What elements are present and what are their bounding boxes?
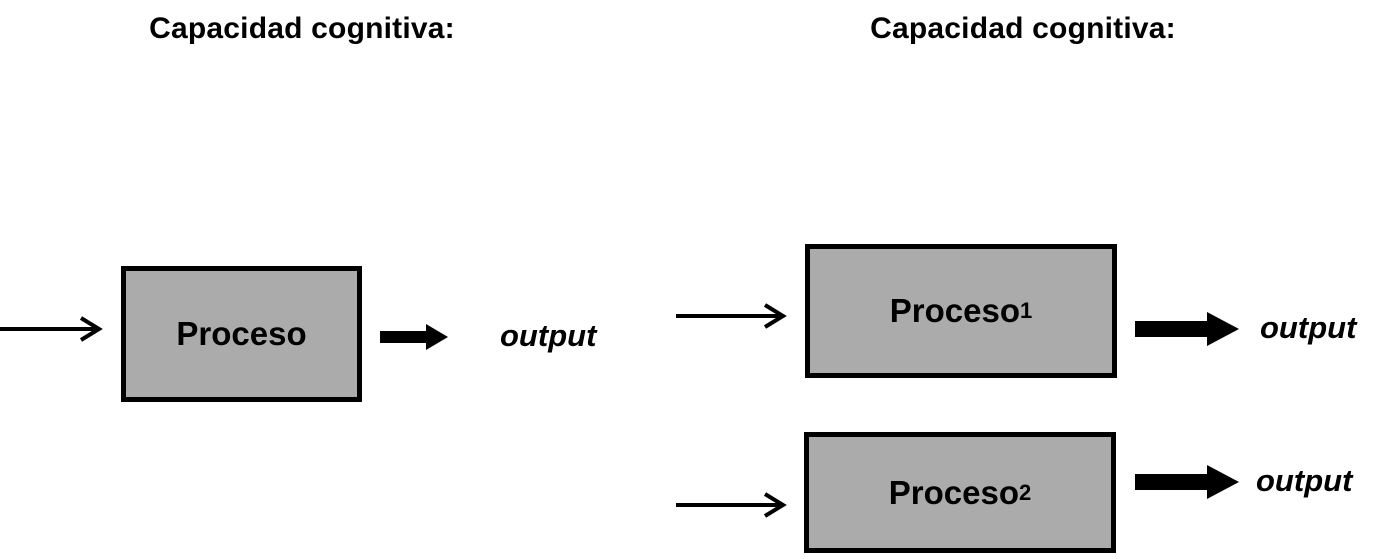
right-row2-output-arrow-icon [1135, 465, 1239, 499]
right-row1-output-label: output [1260, 310, 1357, 345]
right-row2-output-label: output [1256, 463, 1353, 498]
left-process-label: Proceso [176, 315, 307, 352]
right-process-1-label: Proceso [889, 292, 1020, 329]
left-output-label: output [500, 318, 597, 353]
right-row2-input-arrow-icon [676, 492, 787, 518]
left-panel-title: Capacidad cognitiva: [149, 12, 455, 45]
left-input-arrow-icon [0, 316, 103, 342]
right-process-2-label: Proceso [888, 473, 1019, 511]
left-process-box: Proceso [121, 266, 362, 402]
left-output-arrow-icon [380, 324, 448, 350]
right-panel-title: Capacidad cognitiva: [870, 12, 1176, 45]
right-row1-output-arrow-icon [1135, 312, 1239, 346]
right-row1-input-arrow-icon [676, 303, 787, 329]
